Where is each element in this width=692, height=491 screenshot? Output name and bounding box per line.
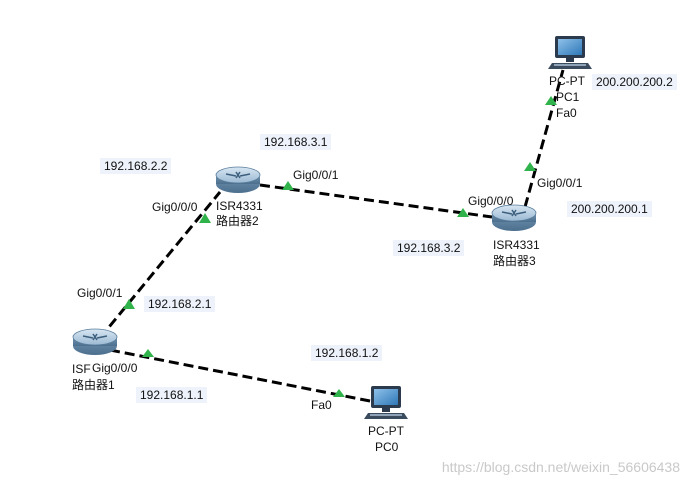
ip-label-192-168-1-1: 192.168.1.1 [136, 387, 208, 403]
router2-gig000-label: Gig0/0/0 [152, 200, 198, 214]
router3-icon[interactable] [491, 204, 537, 231]
ip-label-192-168-2-1: 192.168.2.1 [144, 296, 216, 312]
router2-icon[interactable] [215, 166, 261, 193]
router2-model-label: ISR4331 [216, 199, 263, 213]
link-router1-router2[interactable] [98, 191, 222, 339]
router2-name-label: 路由器2 [216, 214, 259, 228]
link-up-marker [457, 208, 469, 217]
pc1-name-label: PC1 [556, 90, 580, 104]
pc1-model-label: PC-PT [549, 74, 585, 88]
pc0-icon[interactable] [364, 386, 408, 419]
router3-gig001-label: Gig0/0/1 [537, 176, 583, 190]
ip-label-192-168-3-1: 192.168.3.1 [260, 134, 332, 150]
link-status-markers [123, 96, 557, 397]
pc0-model-label: PC-PT [368, 424, 404, 438]
link-router2-router3[interactable] [259, 183, 493, 219]
pc0-fa-label: Fa0 [311, 398, 332, 412]
router2-gig001-label: Gig0/0/1 [293, 168, 339, 182]
link-up-marker [282, 181, 294, 190]
router1-name-label: 路由器1 [72, 378, 115, 392]
router1-icon[interactable] [72, 328, 118, 355]
ip-label-200-200-200-2: 200.200.200.2 [592, 74, 677, 90]
link-router3-pc1[interactable] [523, 69, 565, 208]
pc0-name-label: PC0 [375, 440, 399, 454]
watermark-text: https://blog.csdn.net/weixin_56606438 [441, 459, 680, 475]
link-router1-pc0[interactable] [109, 348, 376, 404]
pc1-icon[interactable] [548, 36, 592, 69]
link-up-marker [524, 162, 536, 171]
link-up-marker [545, 96, 557, 105]
router3-name-label: 路由器3 [493, 254, 536, 268]
router3-gig000-label: Gig0/0/0 [468, 194, 514, 208]
pc1-fa-label: Fa0 [556, 106, 577, 120]
router1-gig000-label: Gig0/0/0 [92, 361, 138, 375]
link-up-marker [123, 299, 135, 309]
link-up-marker [199, 213, 211, 223]
router1-model-label: ISF [72, 362, 91, 376]
link-up-marker [333, 389, 345, 397]
link-up-marker [142, 349, 154, 357]
ip-label-192-168-2-2: 192.168.2.2 [100, 158, 172, 174]
ip-label-192-168-3-2: 192.168.3.2 [393, 240, 465, 256]
ip-label-192-168-1-2: 192.168.1.2 [311, 345, 383, 361]
links [98, 69, 565, 404]
ip-label-200-200-200-1: 200.200.200.1 [567, 201, 652, 217]
router1-gig001-label: Gig0/0/1 [77, 286, 123, 300]
router3-model-label: ISR4331 [493, 238, 540, 252]
